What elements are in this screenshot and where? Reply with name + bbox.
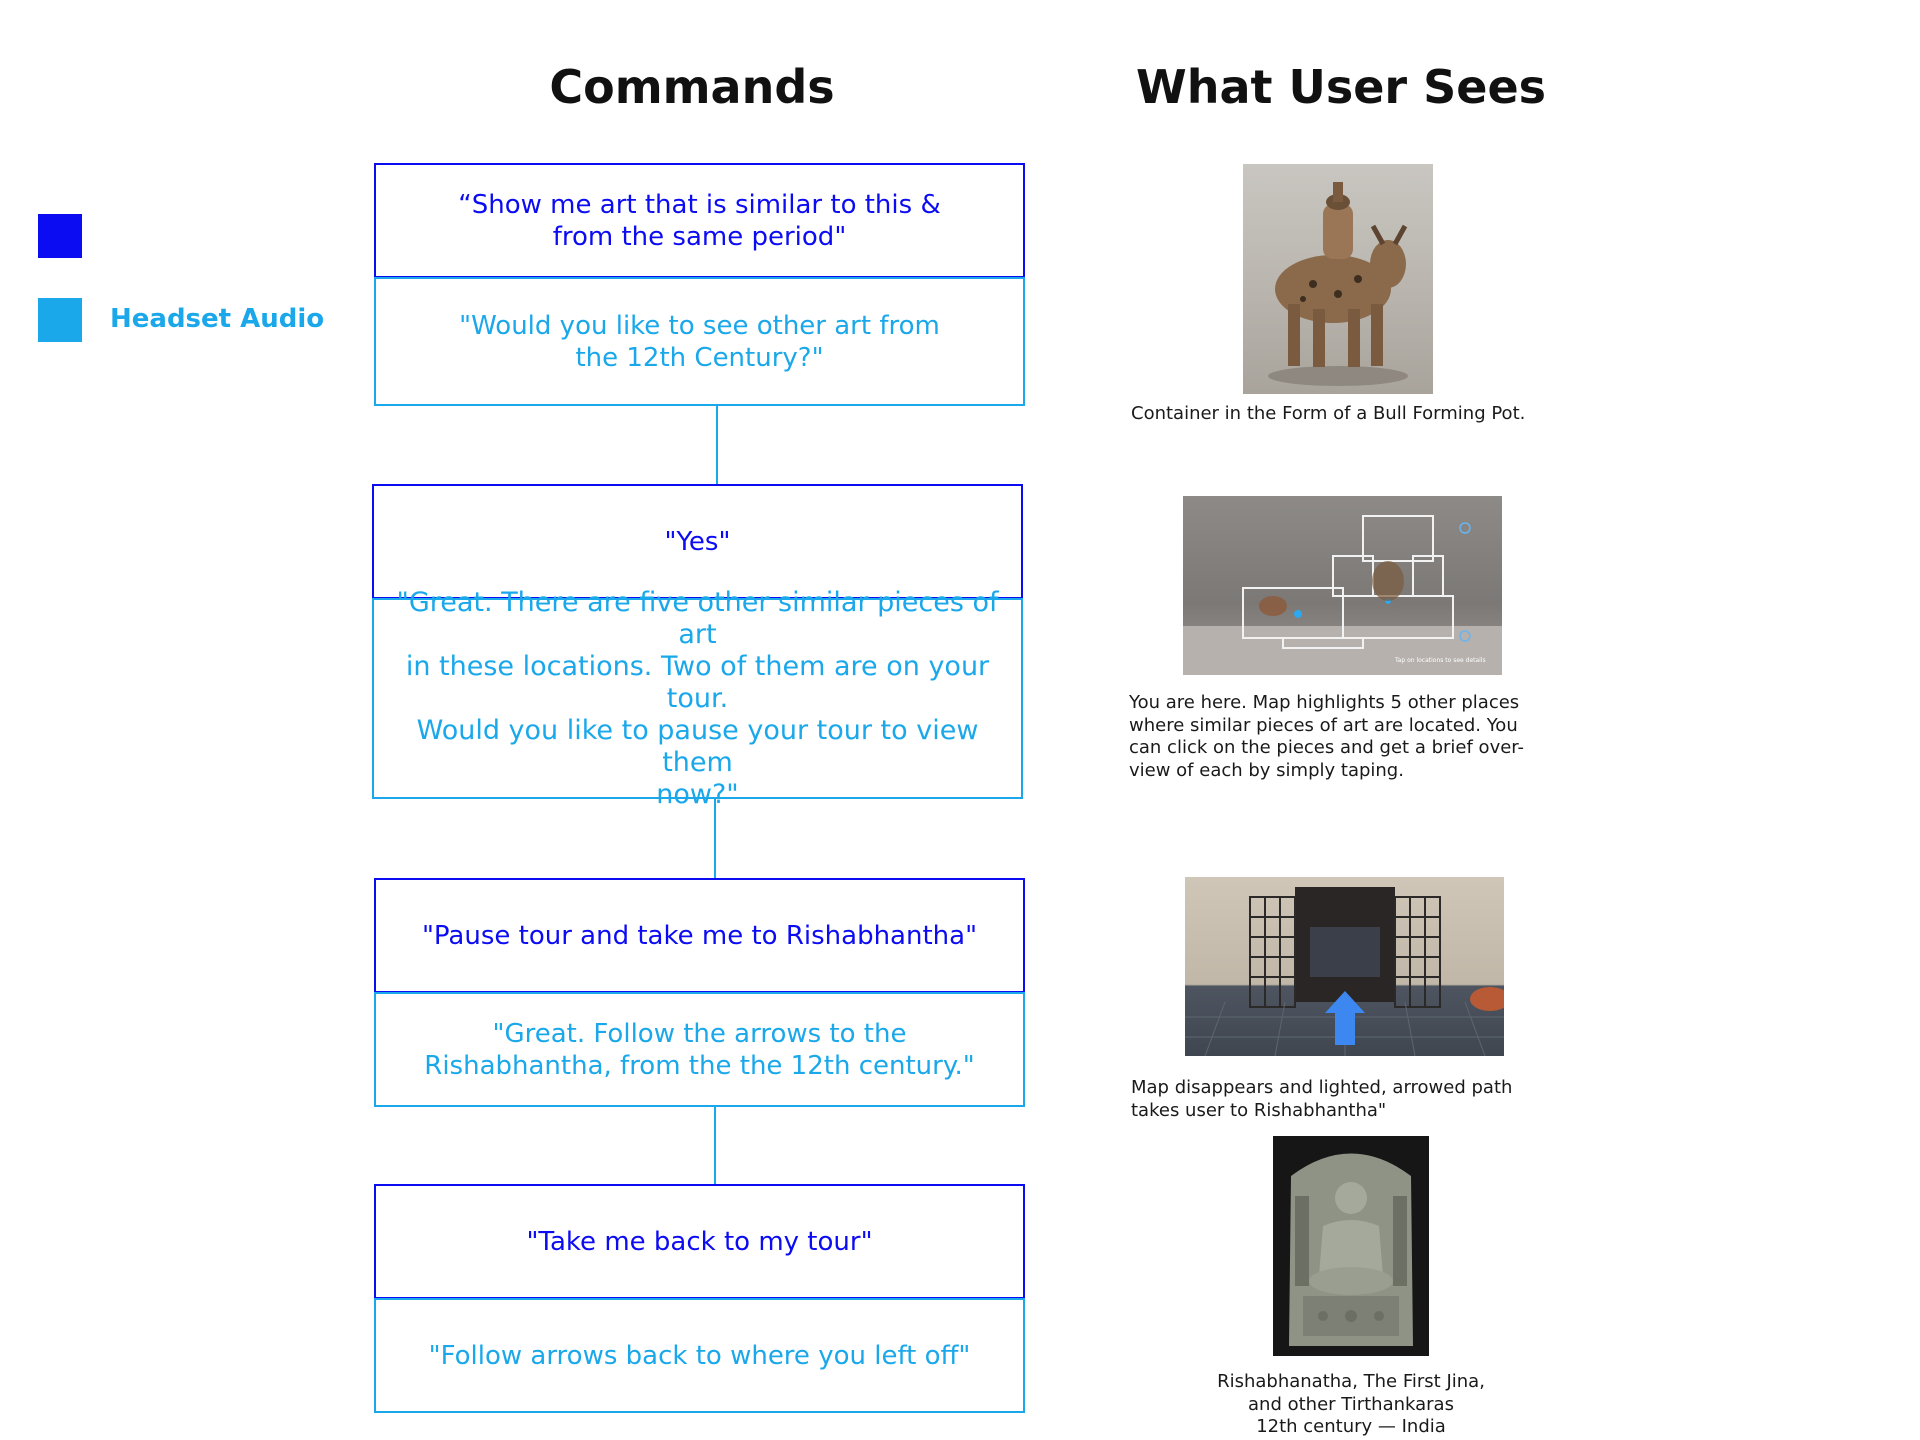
bull-pot-photo bbox=[1243, 164, 1433, 394]
museum-map-overlay: Tap on locations to see details bbox=[1183, 496, 1502, 675]
audio-box-2: "Great. There are five other similar pie… bbox=[372, 587, 1023, 810]
map-hint-text: Tap on locations to see details bbox=[1394, 657, 1486, 664]
connector-2 bbox=[714, 799, 716, 878]
caption-rishabhanatha: Rishabhanatha, The First Jina, and other… bbox=[1217, 1371, 1485, 1437]
gallery-arrow-path bbox=[1185, 877, 1504, 1056]
caption-map: You are here. Map highlights 5 other pla… bbox=[1129, 692, 1525, 781]
command-box-3: "Pause tour and take me to Rishabhantha" bbox=[374, 878, 1025, 993]
rishabhanatha-sculpture bbox=[1273, 1136, 1429, 1356]
legend-command-swatch bbox=[38, 214, 82, 258]
legend-audio-swatch bbox=[38, 298, 82, 342]
what-user-sees-heading: What User Sees bbox=[1135, 60, 1547, 114]
audio-box-4: "Follow arrows back to where you left of… bbox=[374, 1298, 1025, 1413]
legend-audio-label: Headset Audio bbox=[110, 304, 325, 334]
caption-bull-pot: Container in the Form of a Bull Forming … bbox=[1131, 403, 1526, 424]
connector-3 bbox=[714, 1107, 716, 1184]
audio-box-3: "Great. Follow the arrows to the Rishabh… bbox=[374, 992, 1025, 1107]
command-box-4: "Take me back to my tour" bbox=[374, 1184, 1025, 1299]
commands-heading: Commands bbox=[549, 60, 835, 114]
command-box-1: “Show me art that is similar to this & f… bbox=[374, 163, 1025, 278]
audio-box-1: "Would you like to see other art from th… bbox=[374, 277, 1025, 406]
connector-1 bbox=[716, 406, 718, 484]
caption-arrow-path: Map disappears and lighted, arrowed path… bbox=[1131, 1077, 1513, 1121]
command-box-2: "Yes" bbox=[372, 484, 1023, 599]
